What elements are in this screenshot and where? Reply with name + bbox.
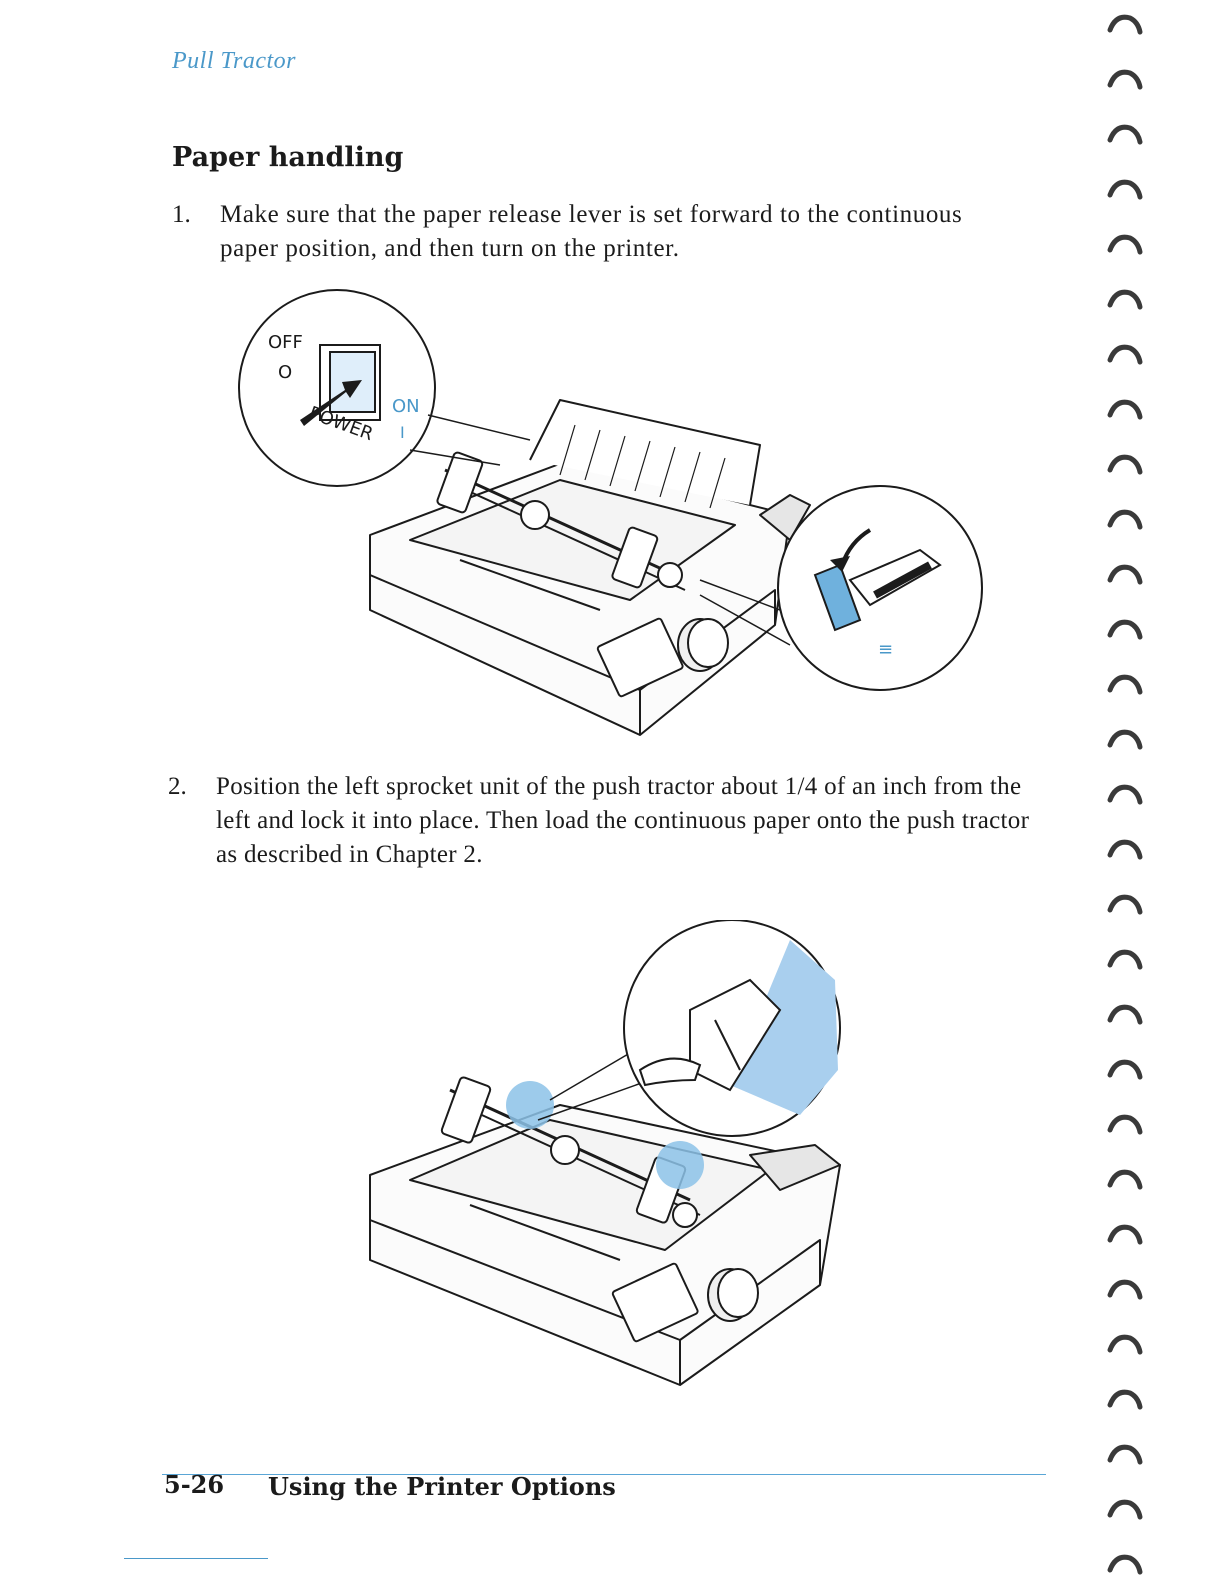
push-tractor-sprocket-illustration (369, 920, 841, 1386)
binding-ring (1107, 69, 1143, 90)
binding-ring (1107, 1499, 1143, 1520)
binding-ring (1107, 344, 1143, 365)
section-title: Paper handling (172, 142, 404, 173)
release-lever-callout: ≡ (699, 485, 983, 691)
bottom-mark (124, 1558, 268, 1559)
sprocket-callout (537, 920, 841, 1137)
binding-ring (1107, 1059, 1143, 1080)
binding-ring (1107, 1004, 1143, 1025)
binding-ring (1107, 1444, 1143, 1465)
off-label: OFF (268, 332, 303, 353)
binding-ring (1107, 949, 1143, 970)
off-symbol: O (278, 362, 292, 383)
paper-icon: ≡ (878, 639, 893, 660)
binding-ring (1107, 894, 1143, 915)
binding-ring (1107, 1389, 1143, 1410)
binding-ring (1107, 454, 1143, 475)
right-sprocket-highlight (656, 1141, 704, 1189)
binding-ring (1107, 674, 1143, 695)
binding-ring (1107, 1279, 1143, 1300)
binding-ring (1107, 1224, 1143, 1245)
step-number: 1. (172, 201, 191, 228)
spiral-binding (1107, 14, 1143, 1575)
left-sprocket-highlight (506, 1081, 554, 1129)
binding-ring (1107, 1114, 1143, 1135)
power-switch-callout: OFF O ON I POWER (238, 289, 531, 487)
running-header: Pull Tractor (172, 48, 297, 74)
on-label: ON (392, 396, 420, 417)
binding-ring (1107, 234, 1143, 255)
binding-ring (1107, 619, 1143, 640)
binding-ring (1107, 1169, 1143, 1190)
printer-power-switch-illustration: OFF O ON I POWER ≡ (238, 289, 983, 736)
binding-ring (1107, 1554, 1143, 1575)
binding-ring (1107, 729, 1143, 750)
binding-ring (1107, 399, 1143, 420)
binding-ring (1107, 564, 1143, 585)
binding-ring (1107, 784, 1143, 805)
binding-ring (1107, 14, 1143, 35)
on-symbol: I (400, 423, 405, 442)
binding-ring (1107, 289, 1143, 310)
footer-rule (162, 1474, 1046, 1475)
step-text: Position the left sprocket unit of the p… (216, 773, 1030, 868)
binding-ring (1107, 179, 1143, 200)
step-text: Make sure that the paper release lever i… (220, 201, 963, 262)
step-number: 2. (168, 773, 187, 800)
binding-ring (1107, 124, 1143, 145)
page-number: 5-26 (164, 1470, 225, 1499)
binding-ring (1107, 839, 1143, 860)
binding-ring (1107, 509, 1143, 530)
chapter-title: Using the Printer Options (268, 1472, 616, 1501)
binding-ring (1107, 1334, 1143, 1355)
